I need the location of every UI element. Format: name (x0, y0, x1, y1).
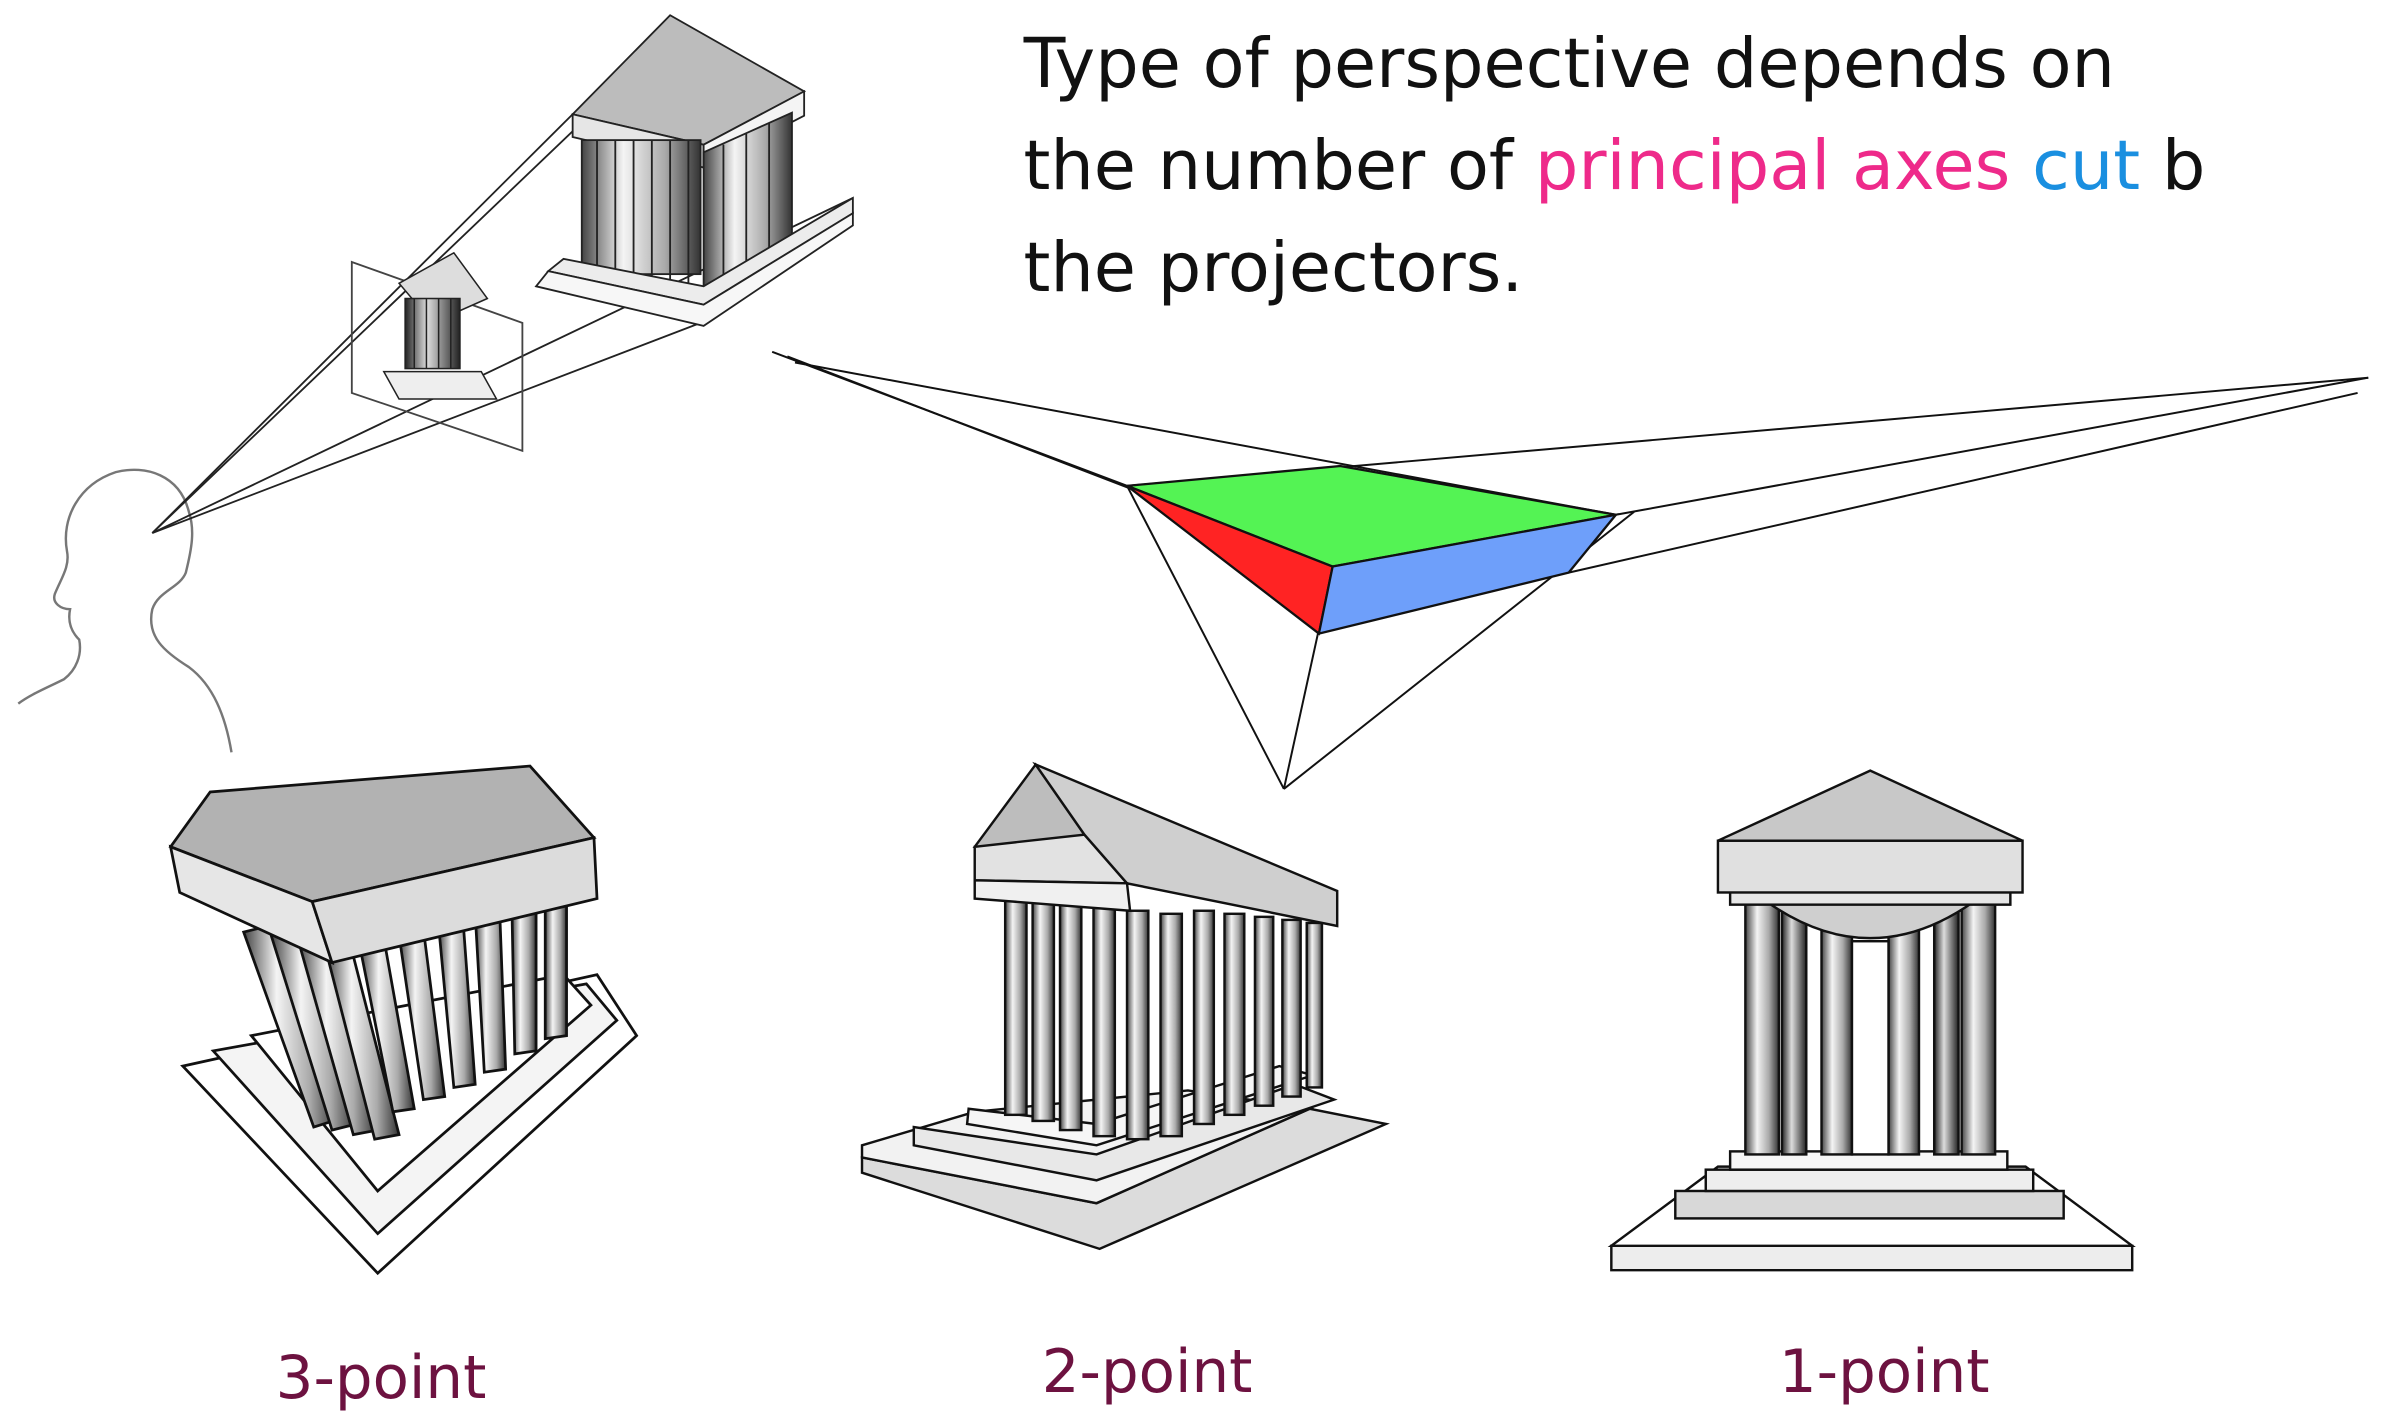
three-point-box-diagram (772, 352, 2368, 789)
heading-line-3: the projectors. (1023, 216, 2388, 318)
label-one-point: 1-point (1779, 1340, 1990, 1407)
heading-line-2: the number of principal axes cut b (1023, 114, 2388, 216)
principal-axes-highlight: principal axes (1535, 125, 2011, 206)
label-three-point: 3-point (276, 1346, 487, 1413)
projector-line (152, 114, 572, 533)
temple-base (1611, 1246, 2132, 1270)
heading-line-2-suffix: b (2140, 125, 2205, 206)
temple-three-point (171, 766, 637, 1273)
temple-columns (1005, 886, 1322, 1139)
heading-line-1: Type of perspective depends on (1023, 12, 2388, 114)
background-temple (536, 15, 853, 326)
slide-heading: Type of perspective depends on the numbe… (1023, 12, 2388, 318)
temple-columns (1745, 902, 1995, 1155)
projected-temple (384, 253, 497, 399)
cut-highlight: cut (2032, 125, 2140, 206)
viewer-projection-illustration (18, 15, 853, 752)
heading-line-2-prefix: the number of (1023, 125, 1534, 206)
temple-one-point (1611, 771, 2132, 1271)
temple-two-point (862, 765, 1386, 1249)
heading-line-2-space (2010, 125, 2032, 206)
temple-roof (1718, 771, 2023, 841)
viewer-head-outline (18, 470, 231, 753)
label-two-point: 2-point (1042, 1340, 1253, 1407)
